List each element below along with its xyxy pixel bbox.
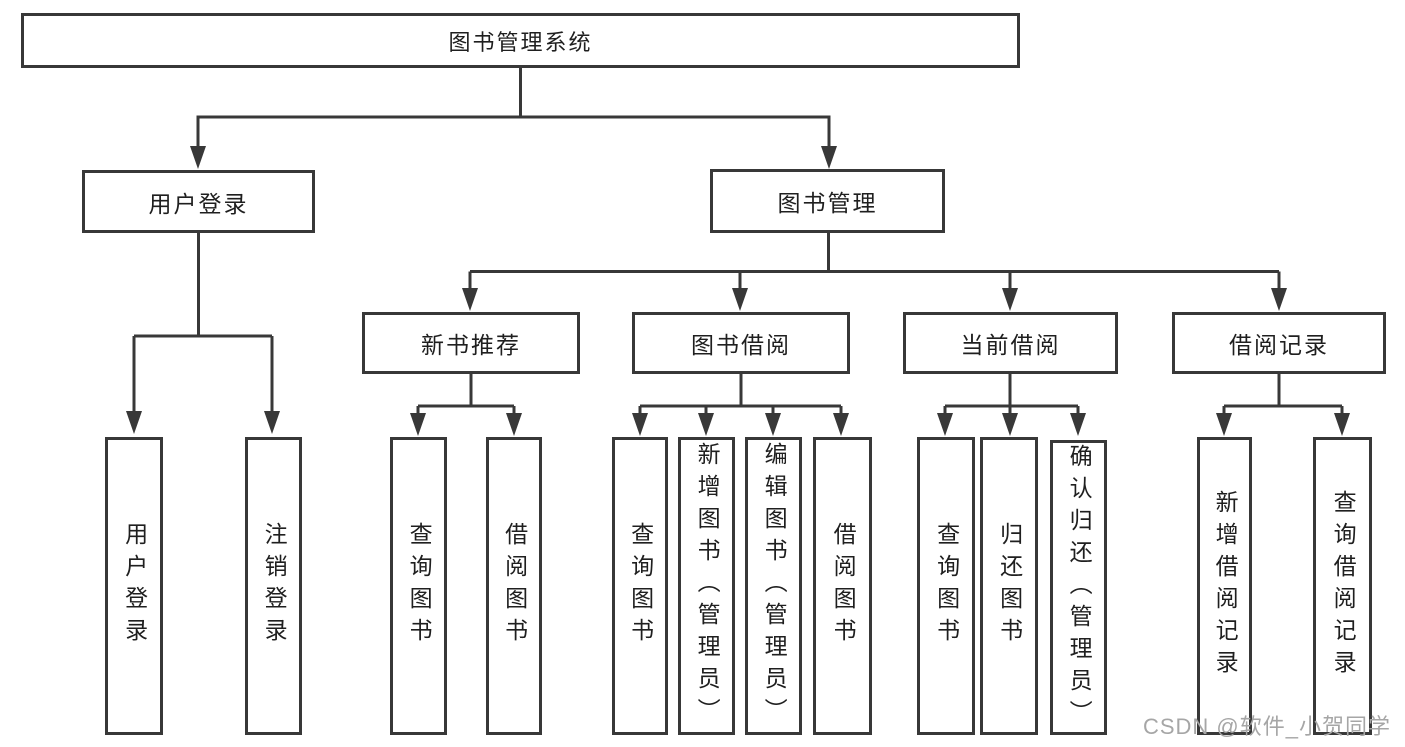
leaf-query-borrow-record: 查询借阅记录 bbox=[1313, 437, 1372, 735]
leaf-label: 归还图书 bbox=[996, 522, 1023, 650]
leaf-label: 查询图书 bbox=[933, 522, 960, 650]
connector-book-borrow-to-leaves bbox=[632, 374, 849, 436]
arrow-down-heads bbox=[410, 413, 522, 436]
leaf-borrow-book-recommend: 借阅图书 bbox=[486, 437, 542, 735]
csdn-watermark: CSDN @软件_小贺同学 bbox=[1142, 714, 1391, 739]
leaf-borrow-book: 借阅图书 bbox=[813, 437, 872, 735]
connector-line bbox=[1222, 374, 1344, 417]
leaf-user-login: 用户登录 bbox=[105, 437, 163, 735]
leaf-label: 查询图书 bbox=[406, 522, 433, 650]
connector-root-to-level2 bbox=[190, 68, 837, 169]
node-current-borrow: 当前借阅 bbox=[903, 312, 1118, 374]
arrow-down-heads bbox=[632, 413, 849, 436]
connector-line bbox=[416, 374, 516, 417]
connector-borrow-records-to-leaves bbox=[1216, 374, 1350, 436]
leaf-confirm-return-admin: 确认归还（管理员） bbox=[1050, 440, 1107, 735]
leaf-label: 借阅图书 bbox=[501, 522, 528, 650]
arrow-down-heads bbox=[1216, 413, 1350, 436]
connector-line bbox=[638, 374, 843, 417]
leaf-logout-login: 注销登录 bbox=[245, 437, 302, 735]
node-book-borrow: 图书借阅 bbox=[632, 312, 850, 374]
node-user-login: 用户登录 bbox=[82, 170, 315, 233]
leaf-query-book-current: 查询图书 bbox=[917, 437, 975, 735]
arrow-down-heads bbox=[190, 146, 837, 169]
connector-line bbox=[943, 374, 1080, 417]
connector-book-management-to-level3 bbox=[462, 233, 1287, 311]
connector-line bbox=[468, 233, 1281, 292]
leaf-label: 查询借阅记录 bbox=[1330, 490, 1357, 682]
leaf-edit-book-admin: 编辑图书（管理员） bbox=[745, 437, 802, 735]
connector-line bbox=[196, 68, 831, 150]
leaf-query-book-recommend: 查询图书 bbox=[390, 437, 447, 735]
leaf-label: 确认归还（管理员） bbox=[1066, 443, 1093, 732]
node-new-book-recommend: 新书推荐 bbox=[362, 312, 580, 374]
arrow-down-heads bbox=[462, 288, 1287, 311]
leaf-label: 借阅图书 bbox=[830, 522, 857, 650]
node-book-management: 图书管理 bbox=[710, 169, 945, 233]
connector-line bbox=[132, 233, 274, 415]
leaf-label: 注销登录 bbox=[261, 522, 288, 650]
leaf-return-book: 归还图书 bbox=[980, 437, 1038, 735]
leaf-label: 用户登录 bbox=[121, 522, 148, 650]
leaf-label: 查询图书 bbox=[627, 522, 654, 650]
connector-new-book-recommend-to-leaves bbox=[410, 374, 522, 436]
arrow-down-heads bbox=[937, 413, 1086, 436]
leaf-add-book-admin: 新增图书（管理员） bbox=[678, 437, 735, 735]
leaf-label: 新增图书（管理员） bbox=[694, 442, 721, 730]
connector-current-borrow-to-leaves bbox=[937, 374, 1086, 436]
node-library-system: 图书管理系统 bbox=[21, 13, 1020, 68]
leaf-label: 编辑图书（管理员） bbox=[761, 442, 788, 730]
leaf-add-borrow-record: 新增借阅记录 bbox=[1197, 437, 1252, 735]
leaf-query-book-borrow: 查询图书 bbox=[612, 437, 668, 735]
arrow-down-heads bbox=[126, 411, 280, 434]
connector-user-login-to-leaves bbox=[126, 233, 280, 434]
leaf-label: 新增借阅记录 bbox=[1212, 490, 1239, 682]
node-borrow-records: 借阅记录 bbox=[1172, 312, 1386, 374]
